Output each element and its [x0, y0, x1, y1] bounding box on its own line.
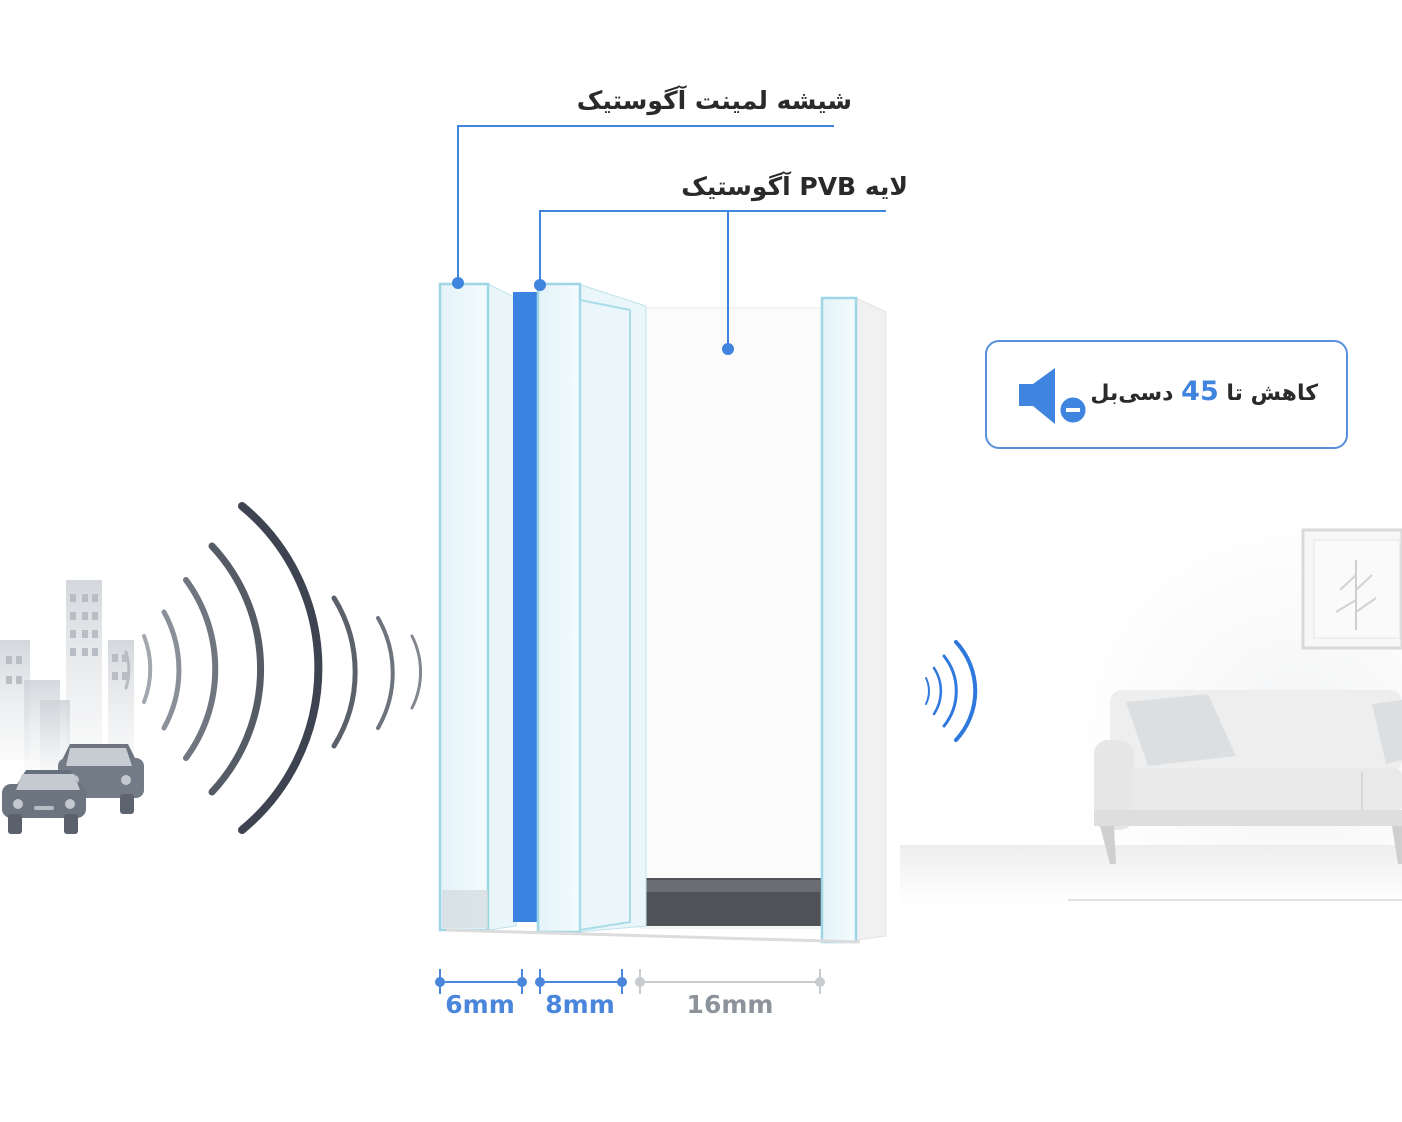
leader-dots [452, 277, 734, 355]
leader-lines [457, 125, 886, 349]
outer-glass-thickness: 6mm [445, 990, 515, 1019]
glass-unit-cross-section [438, 282, 887, 944]
wall-picture-frame [1301, 528, 1402, 650]
airgap-leader-dot [722, 343, 734, 355]
pvb-leader-dot [534, 279, 546, 291]
laminate-thickness: 8mm [545, 990, 615, 1019]
sound-wave-3 [161, 609, 182, 731]
incoming-sound-waves [124, 502, 422, 834]
volume-minus-icon [1019, 368, 1089, 426]
sound-wave-1 [124, 650, 131, 690]
reduction-prefix: کاهش تا [1226, 381, 1318, 406]
sound-wave-4 [183, 577, 219, 761]
dimension-16mm [635, 969, 825, 994]
reduced-wave-4 [954, 640, 978, 742]
city-windows [6, 594, 128, 684]
inner-glass-pane [536, 282, 582, 934]
sound-wave-5 [208, 542, 264, 796]
noise-reduction-badge: کاهش تا 45 دسی‌بل [985, 340, 1348, 449]
pvb-leader-line [539, 210, 886, 285]
laminate-leader-dot [452, 277, 464, 289]
laminate-glass-label: شیشه لمینت آگوستیک [576, 86, 852, 115]
pvb-layer-label: لایه PVB آگوستیک [681, 172, 908, 201]
reduced-wave-3 [942, 654, 958, 728]
air-gap-thickness: 16mm [686, 990, 774, 1019]
car-front [2, 770, 86, 834]
sound-wave-7 [331, 595, 358, 749]
reduced-wave-1 [925, 677, 930, 705]
dimension-lines [435, 969, 825, 994]
sound-wave-2 [142, 634, 153, 704]
sound-wave-9 [410, 634, 422, 710]
outer-glass-pane [438, 282, 490, 932]
unit-side-face [855, 297, 887, 941]
sound-wave-6 [238, 502, 323, 834]
reduced-sound-waves [925, 640, 978, 742]
reduction-unit: دسی‌بل [1090, 381, 1174, 406]
sound-wave-8 [376, 616, 395, 730]
air-gap-space [639, 307, 825, 929]
pvb-layer [513, 292, 540, 922]
dimension-6mm [435, 969, 527, 994]
noise-reduction-text: کاهش تا 45 دسی‌بل [1090, 376, 1318, 407]
sofa [1094, 690, 1402, 864]
room-side-glass-pane [820, 296, 858, 944]
dimension-8mm [535, 969, 627, 994]
laminate-leader-line [457, 125, 834, 283]
reduction-value: 45 [1181, 376, 1219, 407]
reduced-wave-2 [932, 666, 943, 716]
